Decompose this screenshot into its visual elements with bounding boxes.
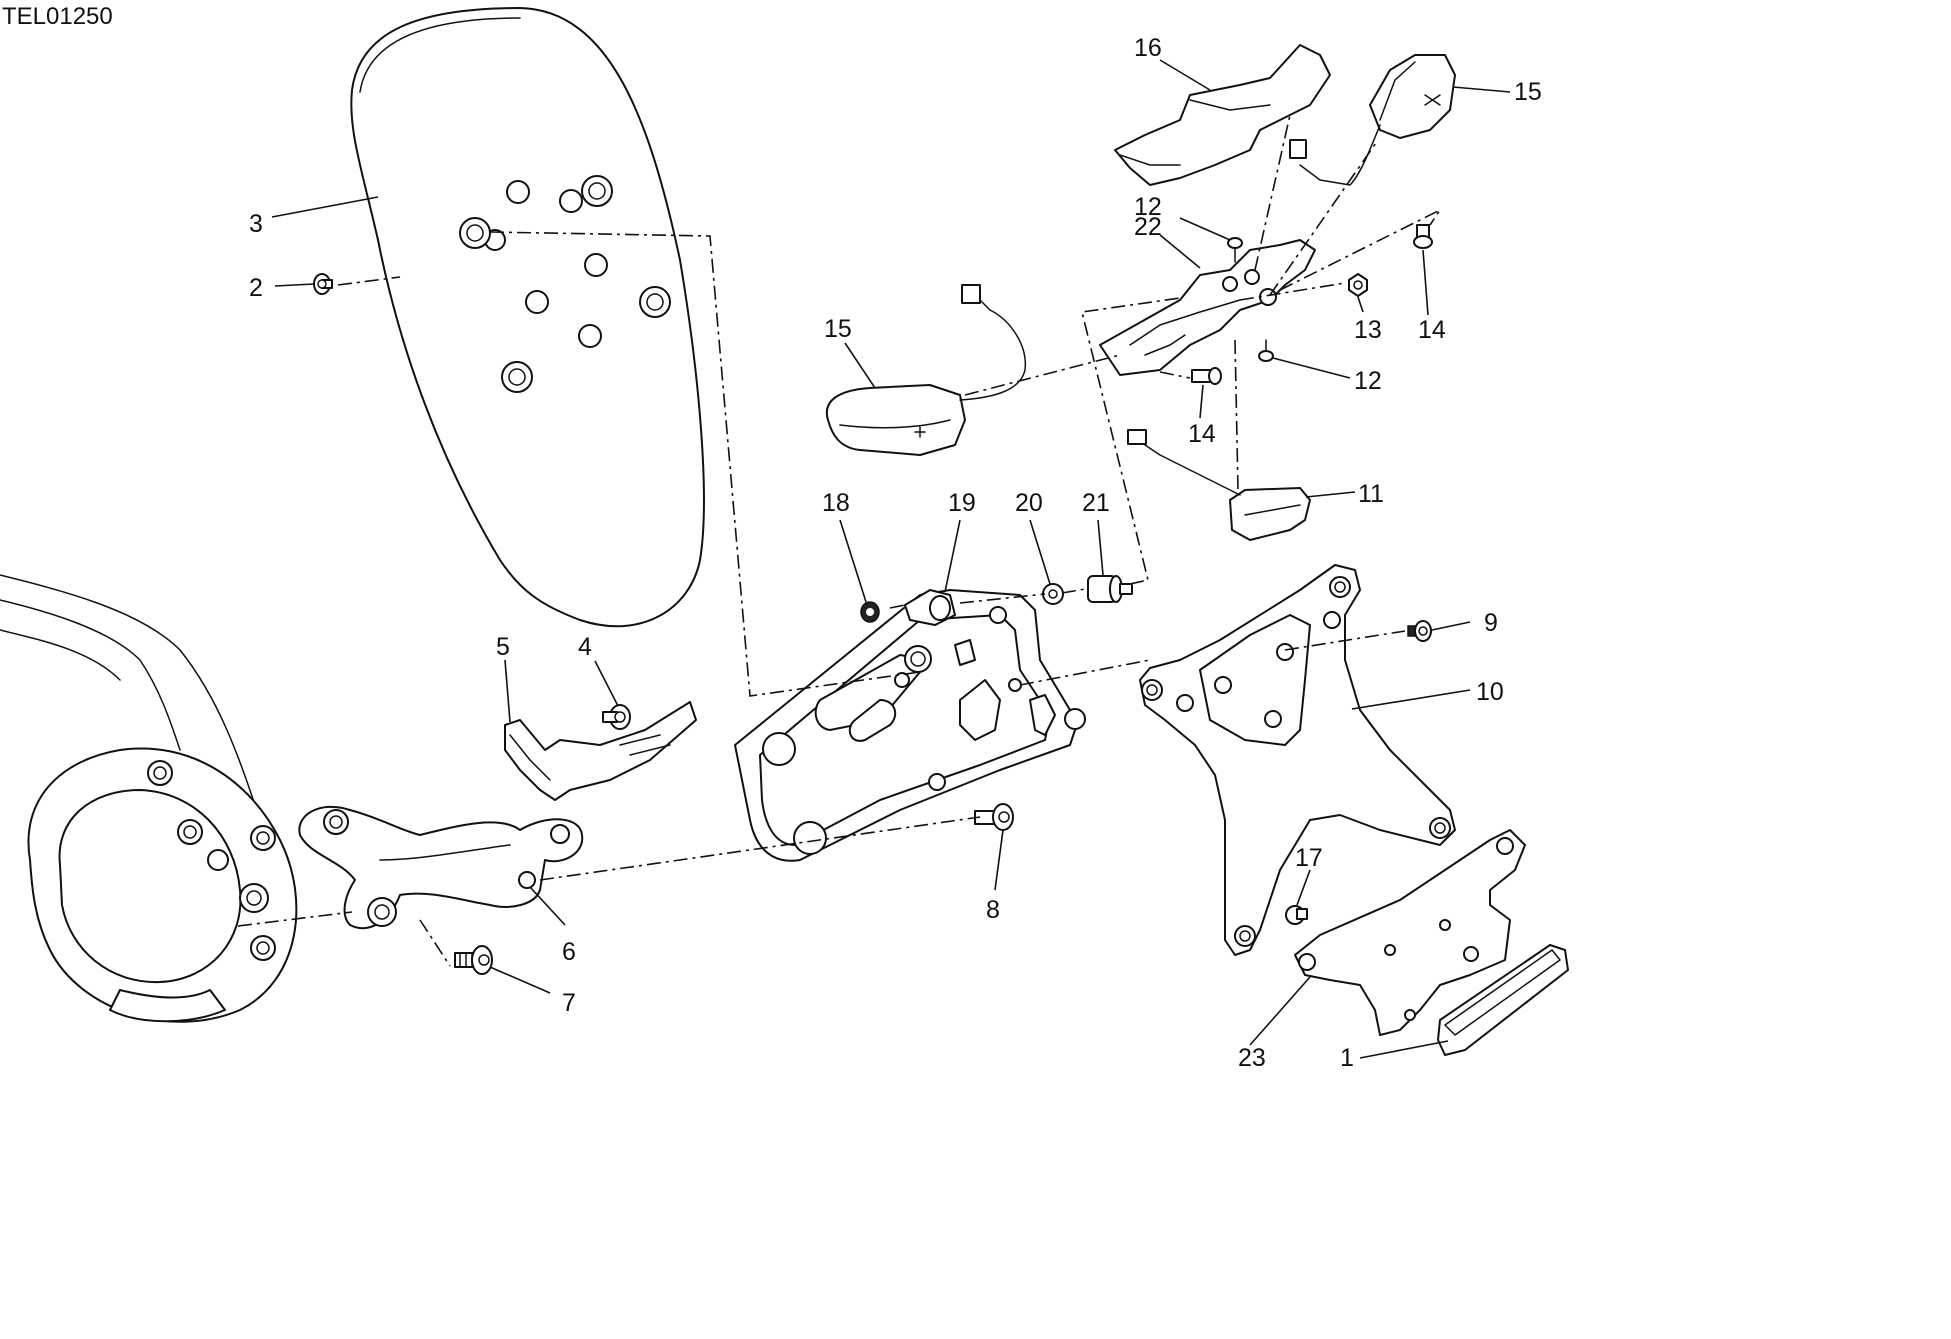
callout-20: 20 xyxy=(1015,489,1043,517)
part-3-rear-fender-shield xyxy=(350,7,705,628)
callout-13: 13 xyxy=(1354,316,1382,344)
part-14-bolt-center xyxy=(1191,367,1222,385)
part-22-light-mount xyxy=(1099,239,1316,376)
callout-19: 19 xyxy=(948,489,976,517)
callout-8: 8 xyxy=(986,896,1000,924)
part-19-rubber-bushing xyxy=(904,589,956,626)
part-20-washer xyxy=(1042,583,1064,605)
callout-14-center: 14 xyxy=(1188,420,1216,448)
assembly-lines xyxy=(237,114,1443,967)
callout-1: 1 xyxy=(1340,1044,1354,1072)
part-6-mounting-bracket xyxy=(298,805,584,930)
part-15-turn-indicator-right xyxy=(1289,54,1456,186)
callout-14-right: 14 xyxy=(1418,316,1446,344)
callout-7: 7 xyxy=(562,989,576,1017)
part-14-bolt-right xyxy=(1413,224,1433,249)
part-12-screw-bottom xyxy=(1258,339,1274,362)
part-4-screw xyxy=(602,704,631,730)
part-21-spacer xyxy=(1087,575,1133,603)
callout-6: 6 xyxy=(562,938,576,966)
callout-16: 16 xyxy=(1134,34,1162,62)
callout-9: 9 xyxy=(1484,609,1498,637)
callout-23: 23 xyxy=(1238,1044,1266,1072)
callout-4: 4 xyxy=(578,633,592,661)
callout-leaders xyxy=(271,59,1511,1059)
callout-21: 21 xyxy=(1082,489,1110,517)
part-9-screw xyxy=(1407,620,1432,642)
callout-12-top: 12 xyxy=(1134,193,1162,221)
callout-15-right: 15 xyxy=(1514,78,1542,106)
part-17-nut xyxy=(1285,905,1308,925)
callout-10: 10 xyxy=(1476,678,1504,706)
callout-labels: 1 2 3 4 5 6 7 8 9 10 11 12 12 13 14 14 1… xyxy=(249,34,1542,1072)
callout-15-left: 15 xyxy=(824,315,852,343)
callout-12-bottom: 12 xyxy=(1354,367,1382,395)
callout-18: 18 xyxy=(822,489,850,517)
callout-3: 3 xyxy=(249,210,263,238)
part-18-nut xyxy=(860,601,880,623)
callout-22: 22 xyxy=(1134,213,1162,241)
part-2-nut xyxy=(313,273,333,295)
part-13-nut xyxy=(1348,273,1368,297)
part-16-cover xyxy=(1114,44,1331,186)
main-support-plate xyxy=(734,589,1086,862)
part-10-plate-holder xyxy=(1139,564,1456,956)
part-7-bolt xyxy=(454,945,493,975)
part-5-wiring-clip xyxy=(504,701,697,801)
part-8-bolt xyxy=(974,803,1014,831)
part-23-plate-bracket xyxy=(1294,829,1526,1036)
drawing-code: TEL01250 xyxy=(2,3,113,30)
frame-section xyxy=(0,574,298,1023)
part-11-plate-light xyxy=(1127,429,1311,541)
callout-17: 17 xyxy=(1295,844,1323,872)
part-15-turn-indicator-left xyxy=(825,284,1026,456)
callout-11: 11 xyxy=(1358,480,1384,508)
callout-2: 2 xyxy=(249,274,263,302)
callout-5: 5 xyxy=(496,633,510,661)
part-12-screw-top xyxy=(1227,237,1243,263)
